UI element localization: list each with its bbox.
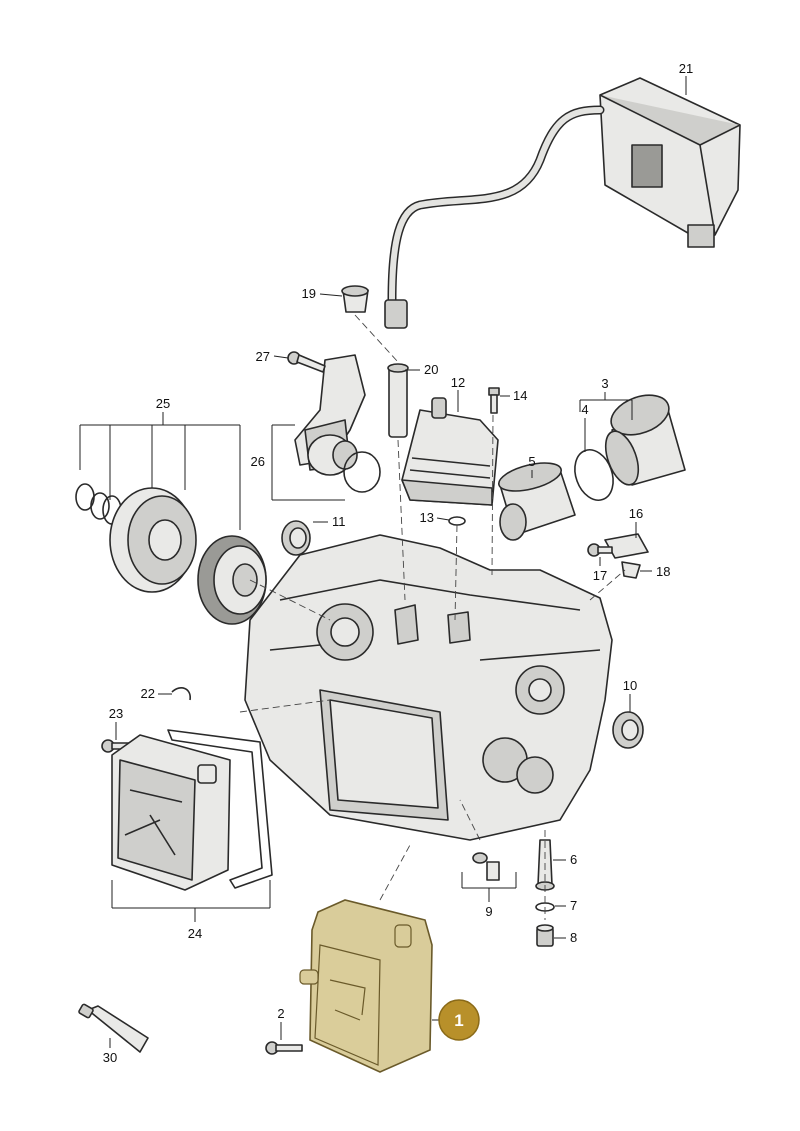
- callout-25[interactable]: 25: [156, 396, 170, 411]
- part-13-seal-ring[interactable]: [448, 516, 466, 526]
- callout-9[interactable]: 9: [485, 904, 492, 919]
- part-11-seal[interactable]: [281, 520, 311, 556]
- mechatronic-port: [299, 969, 319, 985]
- part-14-bolt[interactable]: [488, 387, 500, 414]
- part-8-screw-plug[interactable]: [536, 924, 554, 947]
- callout-10[interactable]: 10: [623, 678, 637, 693]
- part-25-clutch-assembly[interactable]: [75, 483, 267, 625]
- part-16-sensor[interactable]: [604, 533, 649, 559]
- callout-26[interactable]: 26: [251, 454, 265, 469]
- wiring-harness[interactable]: [384, 105, 605, 329]
- callout-2[interactable]: 2: [277, 1006, 284, 1021]
- callout-30[interactable]: 30: [103, 1050, 117, 1065]
- part-23-bolt[interactable]: [101, 739, 131, 753]
- highlight-badge-circle[interactable]: [438, 999, 480, 1041]
- part-6-tube[interactable]: [535, 839, 555, 891]
- part-5-filter-element[interactable]: [496, 458, 576, 541]
- callout-1[interactable]: 1: [454, 1011, 463, 1030]
- mechatronic-face: [314, 944, 381, 1066]
- part-1-mechatronic-unit[interactable]: [299, 899, 433, 1073]
- part-22-clip[interactable]: [171, 687, 191, 701]
- callout-23[interactable]: 23: [109, 706, 123, 721]
- callout-6[interactable]: 6: [570, 852, 577, 867]
- callout-24[interactable]: 24: [188, 926, 202, 941]
- callout-12[interactable]: 12: [451, 375, 465, 390]
- part-12-oil-cooler[interactable]: [401, 397, 499, 506]
- callout-7[interactable]: 7: [570, 898, 577, 913]
- callout-17[interactable]: 17: [593, 568, 607, 583]
- callout-19[interactable]: 19: [302, 286, 316, 301]
- callout-5[interactable]: 5: [528, 454, 535, 469]
- callout-3[interactable]: 3: [601, 376, 608, 391]
- callout-labels: 21 19 27 20 12 14 3 25 4 26 5 16 11 13 1…: [103, 61, 693, 1065]
- part-26-bracket-assembly[interactable]: [294, 354, 381, 493]
- callout-22[interactable]: 22: [141, 686, 155, 701]
- part-18-plug[interactable]: [621, 561, 641, 579]
- part-3-filter-housing[interactable]: [599, 388, 686, 489]
- callout-4[interactable]: 4: [581, 402, 588, 417]
- gearbox-housing[interactable]: [244, 534, 613, 841]
- callout-14[interactable]: 14: [513, 388, 527, 403]
- mechatronic-channels: [329, 979, 366, 1021]
- part-20-sleeve[interactable]: [387, 363, 409, 438]
- part-2-bolt[interactable]: [265, 1041, 303, 1055]
- callout-16[interactable]: 16: [629, 506, 643, 521]
- callout-21[interactable]: 21: [679, 61, 693, 76]
- control-unit[interactable]: [599, 77, 741, 248]
- callout-20[interactable]: 20: [424, 362, 438, 377]
- part-10-seal[interactable]: [612, 711, 644, 749]
- part-27-bolt[interactable]: [287, 351, 326, 373]
- callout-18[interactable]: 18: [656, 564, 670, 579]
- callout-27[interactable]: 27: [256, 349, 270, 364]
- leader-lines: [79, 76, 687, 1048]
- part-17-bolt[interactable]: [587, 543, 613, 557]
- part-19-bushing[interactable]: [341, 285, 369, 313]
- part-24-oil-pan[interactable]: [111, 729, 273, 891]
- mechatronic-port: [394, 924, 412, 948]
- assembly-center-lines: [239, 314, 626, 920]
- callout-1-badge[interactable]: 1: [438, 999, 480, 1041]
- callout-8[interactable]: 8: [570, 930, 577, 945]
- callout-13[interactable]: 13: [420, 510, 434, 525]
- callout-11[interactable]: 11: [332, 514, 346, 529]
- part-30-sealant-tube[interactable]: [78, 1003, 149, 1053]
- part-9-drain-plug[interactable]: [472, 852, 500, 881]
